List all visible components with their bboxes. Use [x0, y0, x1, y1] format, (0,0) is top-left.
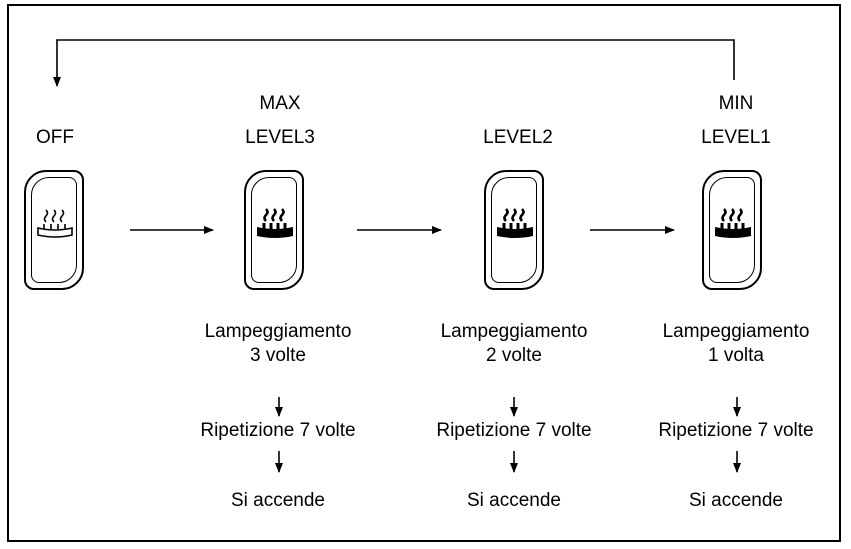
switch-level2: [484, 170, 544, 290]
level3-repeat-text: Ripetizione 7 volte: [200, 420, 356, 441]
seat-heater-on-icon: [257, 208, 293, 238]
level1-repeat-text: Ripetizione 7 volte: [658, 420, 814, 441]
level-label: OFF: [36, 127, 74, 148]
level2-result-text: Si accende: [466, 490, 561, 511]
blink-line1: Lampeggiamento: [440, 321, 588, 342]
blink-line2: 3 volte: [250, 345, 306, 366]
top-label: MIN: [718, 93, 754, 114]
state-level2-labels: LEVEL2: [403, 124, 633, 151]
blink-line1: Lampeggiamento: [662, 321, 810, 342]
switch-level1: [702, 170, 762, 290]
level1-blink-text: Lampeggiamento 1 volta: [621, 320, 851, 368]
level-label: LEVEL2: [483, 127, 553, 148]
switch-level3: [244, 170, 304, 290]
switch-off: [24, 170, 84, 290]
top-label: MAX: [259, 93, 301, 114]
seat-heater-on-icon: [715, 208, 751, 238]
blink-line2: 1 volta: [708, 345, 764, 366]
level2-blink-text: Lampeggiamento 2 volte: [399, 320, 629, 368]
seat-heater-off-icon: [37, 209, 73, 238]
level3-blink-text: Lampeggiamento 3 volte: [163, 320, 393, 368]
level-label: LEVEL3: [245, 127, 315, 148]
level1-result-text: Si accende: [688, 490, 783, 511]
blink-line2: 2 volte: [486, 345, 542, 366]
state-level3-labels: MAX LEVEL3: [165, 90, 395, 151]
level2-repeat-text: Ripetizione 7 volte: [436, 420, 592, 441]
blink-line1: Lampeggiamento: [204, 321, 352, 342]
diagram-frame: [7, 4, 841, 542]
seat-heater-on-icon: [497, 208, 533, 238]
level-label: LEVEL1: [701, 127, 771, 148]
state-off-label: OFF: [0, 124, 170, 151]
state-level1-labels: MIN LEVEL1: [621, 90, 851, 151]
level3-result-text: Si accende: [230, 490, 325, 511]
